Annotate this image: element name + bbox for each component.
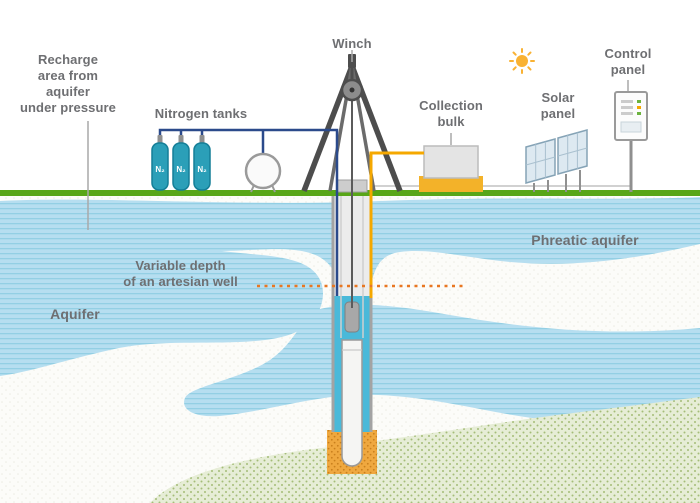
nitrogen-tank-3: [193, 142, 211, 191]
collection-bulk-group: [369, 145, 483, 298]
variable-depth-label: Variable depth of an artesian well: [108, 258, 253, 290]
collection-bulk-box: [423, 145, 479, 179]
variable-depth-line-1: Variable depth: [135, 258, 226, 273]
collection-bulk-base: [419, 176, 483, 192]
ground-surface-line: [0, 190, 700, 196]
tank-label-3: N₂: [197, 165, 207, 174]
nitrogen-tanks-label: Nitrogen tanks: [154, 106, 248, 121]
sphere-stand: [250, 184, 276, 193]
recharge-line-2: area from: [37, 68, 99, 83]
bedrock-green-layer: [150, 397, 700, 503]
solar-line-2: panel: [540, 106, 576, 121]
solar-panel-a-grid: [525, 141, 556, 181]
aquifer-left-lobe: [0, 210, 323, 376]
panel-led-orange: [637, 106, 641, 109]
well-tool-cylinder: [341, 339, 363, 467]
recharge-area-label: Recharge area from aquifer under pressur…: [18, 52, 118, 116]
solar-panel-group: [525, 129, 588, 192]
aquifer-deep-band: [184, 304, 700, 424]
pressure-sphere: [244, 152, 282, 193]
tank-label-1: N₂: [155, 165, 165, 174]
recharge-line-4: under pressure: [19, 100, 117, 115]
variable-depth-line-2: of an artesian well: [123, 274, 238, 289]
sphere-tank: [244, 152, 282, 190]
control-panel-group: [614, 91, 648, 192]
leader-lines: [87, 50, 629, 230]
solar-panel-b-grid: [557, 132, 588, 172]
control-panel-label: Control panel: [597, 46, 659, 78]
pulley-axle: [349, 87, 355, 93]
recharge-line-3: aquifer: [45, 84, 91, 99]
tank-valve-3: [199, 135, 205, 143]
nitrogen-tank-2: [172, 142, 190, 191]
solar-line-1: Solar: [541, 90, 575, 105]
panel-led-green: [637, 100, 641, 103]
winch-label: Winch: [332, 36, 372, 51]
panel-led-green-2: [637, 112, 641, 115]
tank-valve-1: [157, 135, 163, 143]
recharge-line-1: Recharge: [37, 52, 99, 67]
panel-slot-3: [621, 112, 633, 115]
nitrogen-tank-1: [151, 142, 169, 191]
panel-slot-1: [621, 100, 633, 103]
control-line-1: Control: [604, 46, 652, 61]
control-line-2: panel: [610, 62, 646, 77]
aquifer-label: Aquifer: [50, 306, 100, 322]
phreatic-aquifer-label: Phreatic aquifer: [531, 232, 639, 248]
sun-icon: [509, 48, 535, 74]
sun-core: [516, 55, 528, 67]
tank-label-2: N₂: [176, 165, 186, 174]
collection-line-2: bulk: [437, 114, 465, 129]
nitrogen-tanks-group: N₂ N₂ N₂: [151, 128, 339, 296]
collection-pipe-yellow: [369, 151, 424, 298]
control-panel-box: [614, 91, 648, 141]
panel-display: [620, 121, 642, 133]
collection-bulk-label: Collection bulk: [414, 98, 488, 130]
tank-valve-2: [178, 135, 184, 143]
panel-slot-2: [621, 106, 633, 109]
collection-line-1: Collection: [419, 98, 483, 113]
solar-panel-label: Solar panel: [527, 90, 589, 122]
